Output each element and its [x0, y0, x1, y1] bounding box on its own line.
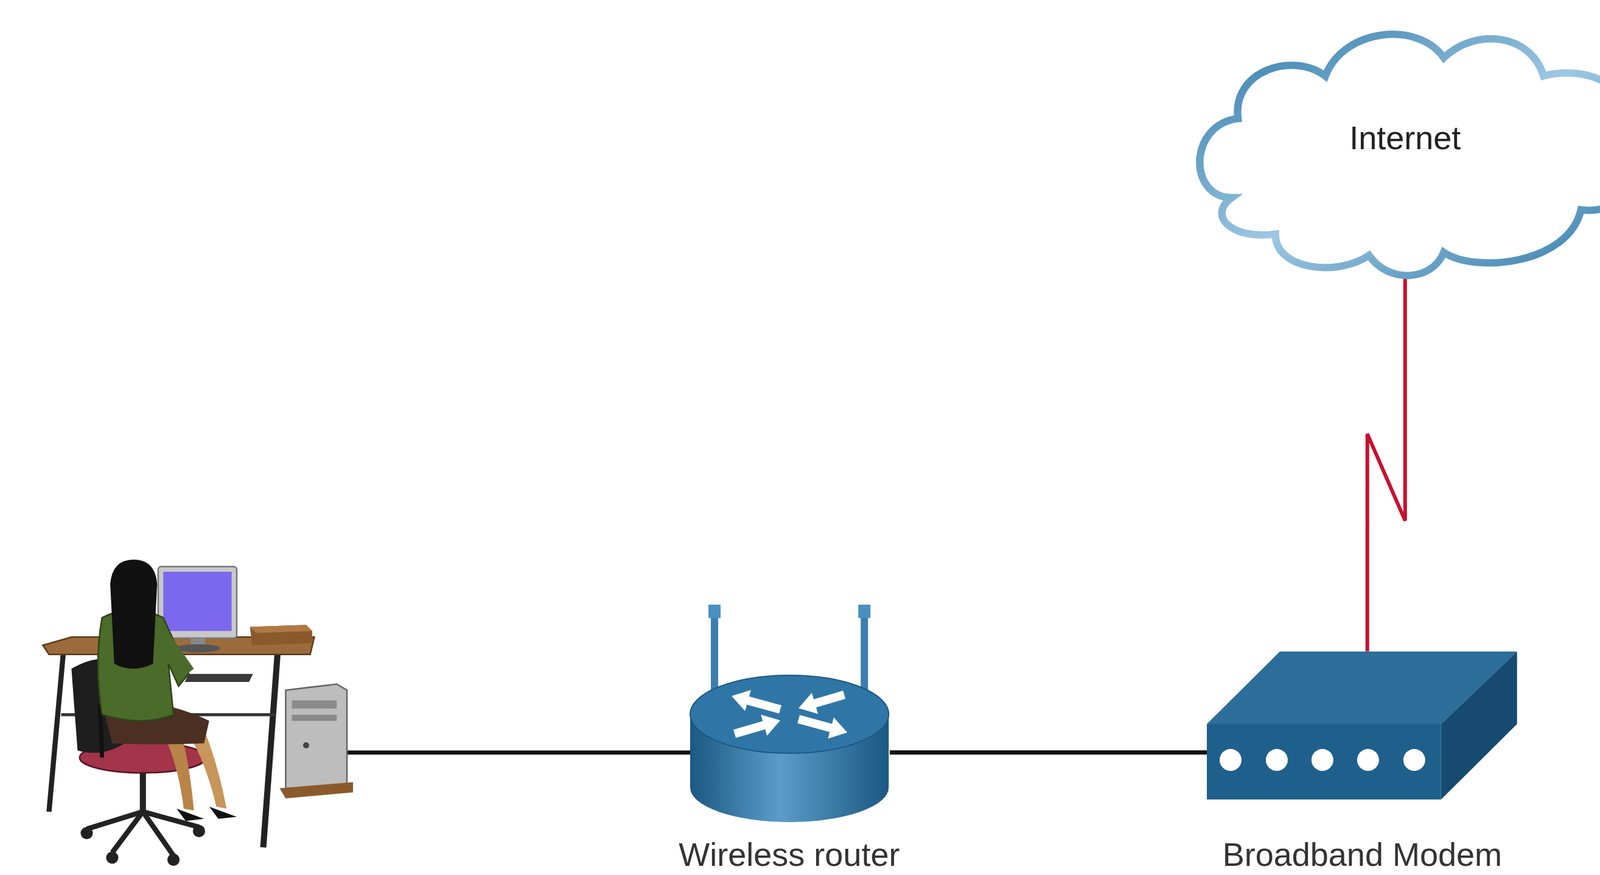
network-link — [1367, 276, 1406, 651]
router-arrow — [731, 689, 782, 714]
device-label: Internet — [1349, 120, 1461, 156]
modem-shape — [1206, 651, 1518, 800]
person — [97, 559, 237, 821]
network-cable — [346, 749, 705, 755]
router-arrow — [797, 714, 848, 739]
router-arrow — [733, 713, 781, 738]
device-label: Broadband Modem — [1222, 836, 1503, 872]
modem-node: Broadband Modem — [1206, 651, 1518, 800]
modem-icon — [1206, 651, 1518, 800]
cloud-outline — [1199, 34, 1600, 276]
router-node: Wireless router — [688, 604, 890, 822]
desk — [42, 624, 315, 848]
computer-tower — [279, 683, 353, 798]
router-arrow — [798, 690, 846, 714]
router-icon — [690, 604, 889, 822]
router-shape — [688, 604, 890, 822]
device-label: Wireless router — [678, 836, 900, 872]
network-link — [889, 749, 1208, 755]
cloud-node: Internet — [1181, 15, 1600, 283]
